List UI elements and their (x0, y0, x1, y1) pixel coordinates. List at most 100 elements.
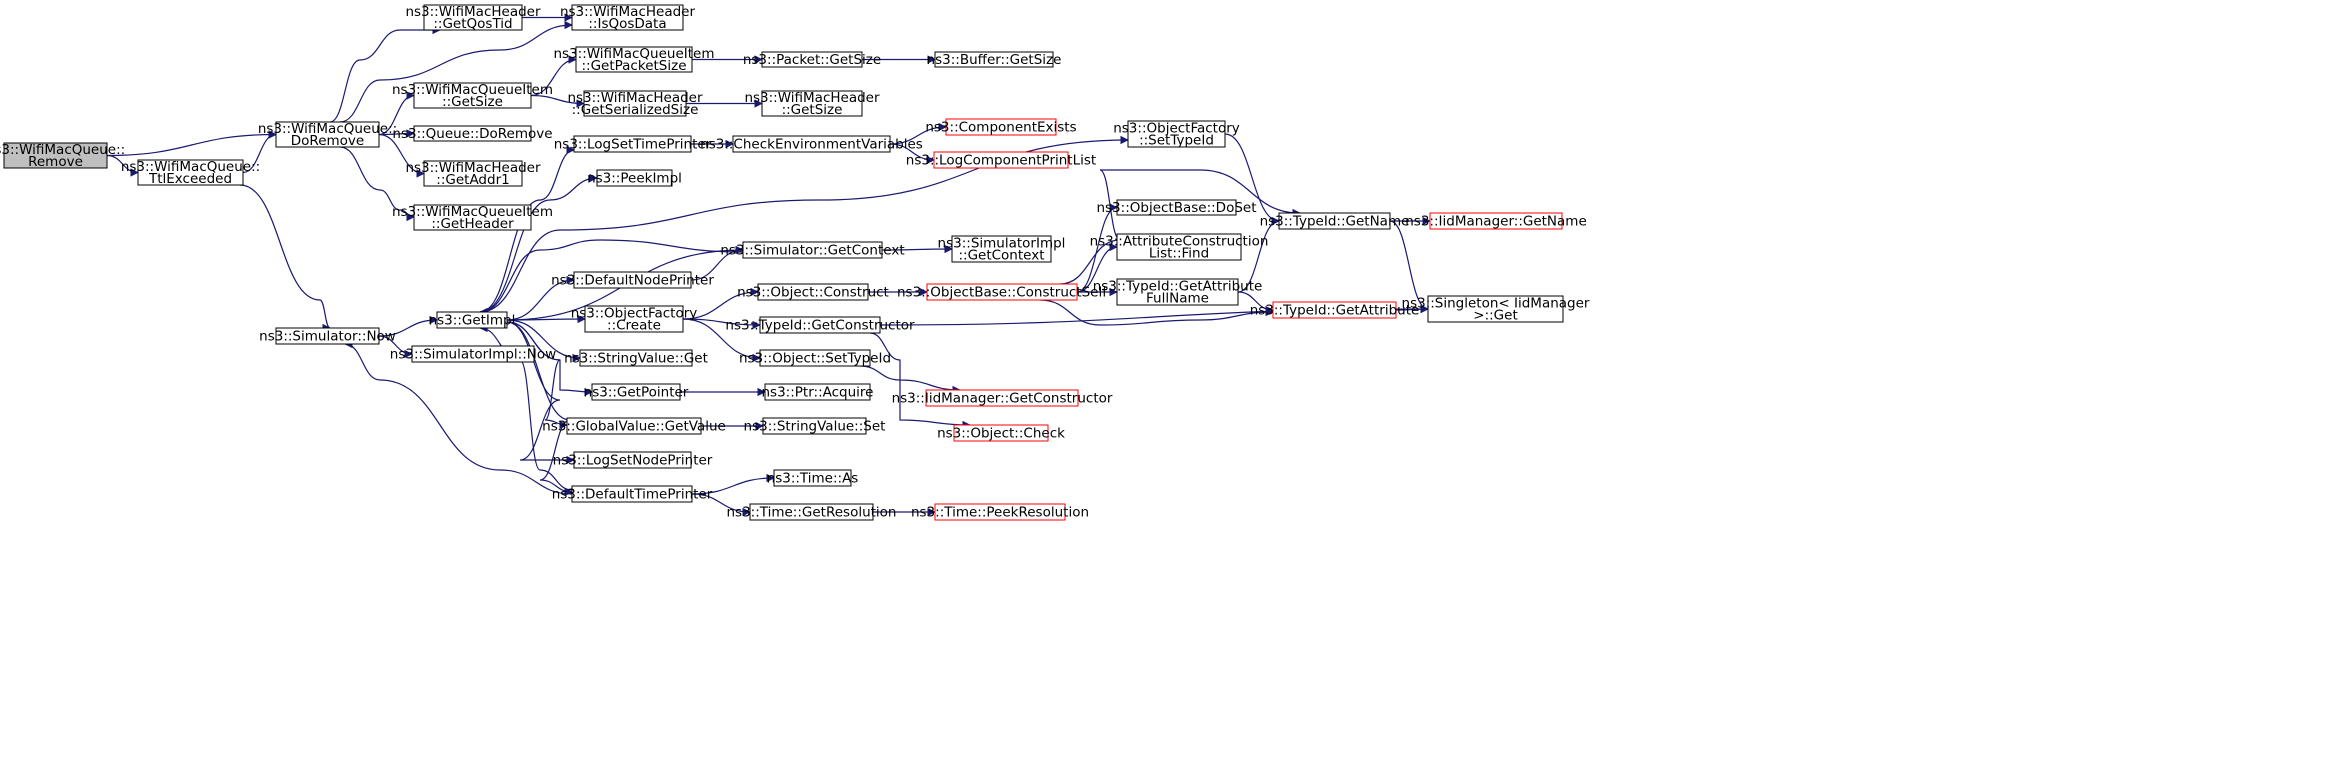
node-checkenv[interactable]: ns3::CheckEnvironmentVariables (700, 135, 923, 153)
node-box[interactable] (596, 169, 673, 187)
node-box[interactable] (1116, 199, 1237, 216)
node-box[interactable] (1427, 295, 1564, 323)
node-simimpl-getcontext[interactable]: ns3::SimulatorImpl::GetContext (938, 235, 1066, 264)
node-queue-doremove[interactable]: ns3::Queue::DoRemove (392, 125, 553, 142)
node-box[interactable] (1429, 212, 1563, 230)
node-logcomponentprintlist[interactable]: ns3::LogComponentPrintList (906, 151, 1096, 169)
node-defaulttimeprinter[interactable]: ns3::DefaultTimePrinter (552, 485, 713, 503)
node-box[interactable] (934, 51, 1054, 68)
node-box[interactable] (573, 271, 692, 289)
node-box[interactable] (571, 485, 693, 503)
node-constructself[interactable]: ns3::ObjectBase::ConstructSelf (897, 283, 1108, 301)
node-getqostid[interactable]: ns3::WifiMacHeader::GetQosTid (405, 4, 541, 32)
node-box[interactable] (926, 283, 1078, 301)
node-box[interactable] (1272, 301, 1397, 319)
node-simimpl-now[interactable]: ns3::SimulatorImpl::Now (390, 345, 556, 363)
node-h-getserializedsize[interactable]: ns3::WifiMacHeader::GetSerializedSize (567, 90, 703, 118)
node-box[interactable] (413, 125, 532, 142)
node-logsetnodeprinter[interactable]: ns3::LogSetNodePrinter (553, 451, 713, 469)
node-box[interactable] (761, 90, 863, 117)
node-getheader[interactable]: ns3::WifiMacQueueItem::GetHeader (392, 204, 553, 232)
node-gv-getvalue[interactable]: ns3::GlobalValue::GetValue (542, 417, 726, 435)
node-typeid-getconstructor[interactable]: ns3::TypeId::GetConstructor (725, 316, 915, 334)
node-box[interactable] (945, 118, 1057, 136)
node-box[interactable] (764, 383, 871, 401)
node-box[interactable] (413, 204, 532, 231)
node-box[interactable] (579, 349, 693, 367)
node-defaultnodeprinter[interactable]: ns3::DefaultNodePrinter (551, 271, 714, 289)
node-box[interactable] (573, 135, 692, 153)
node-box[interactable] (436, 311, 508, 329)
node-buffer-getsize[interactable]: ns3::Buffer::GetSize (927, 51, 1062, 68)
node-doremove[interactable]: ns3::WifiMacQueue::DoRemove (258, 121, 397, 149)
node-logsettimeprinter[interactable]: ns3::LogSetTimePrinter (554, 135, 712, 153)
node-box[interactable] (1278, 212, 1391, 230)
node-box[interactable] (934, 503, 1066, 521)
node-iid-getname[interactable]: ns3::IidManager::GetName (1405, 212, 1587, 230)
node-box[interactable] (953, 424, 1049, 442)
node-box[interactable] (413, 82, 532, 109)
node-box[interactable] (742, 241, 883, 259)
node-peekimpl[interactable]: ns3::PeekImpl (587, 169, 682, 187)
node-time-as[interactable]: ns3::Time::As (767, 469, 859, 487)
node-qi-getpacketsize[interactable]: ns3::WifiMacQueueItem::GetPacketSize (553, 46, 714, 74)
node-doset[interactable]: ns3::ObjectBase::DoSet (1096, 199, 1257, 216)
node-box[interactable] (573, 451, 692, 469)
node-componentexists[interactable]: ns3::ComponentExists (925, 118, 1077, 136)
node-box[interactable] (423, 160, 523, 187)
node-remove[interactable]: ns3::WifiMacQueue::Remove (0, 142, 125, 170)
node-box[interactable] (749, 503, 874, 521)
node-qi-getsize[interactable]: ns3::WifiMacQueueItem::GetSize (392, 82, 553, 110)
node-isqosdata[interactable]: ns3::WifiMacHeader::IsQosData (560, 4, 696, 32)
node-box[interactable] (933, 151, 1069, 169)
node-getaddr1[interactable]: ns3::WifiMacHeader::GetAddr1 (405, 160, 541, 188)
node-object-check[interactable]: ns3::Object::Check (937, 424, 1065, 442)
node-stringvalue-set[interactable]: ns3::StringValue::Set (744, 417, 886, 435)
node-box[interactable] (951, 235, 1052, 263)
node-box[interactable] (762, 417, 867, 435)
node-getimpl[interactable]: ns3::GetImpl (429, 311, 516, 329)
node-object-settypeid[interactable]: ns3::Object::SetTypeId (739, 349, 891, 367)
node-time-peekresolution[interactable]: ns3::Time::PeekResolution (911, 503, 1089, 521)
node-getpointer[interactable]: ns3::GetPointer (584, 383, 689, 401)
node-box[interactable] (732, 135, 891, 153)
node-box[interactable] (591, 383, 681, 401)
node-box[interactable] (137, 159, 244, 186)
node-h-getsize[interactable]: ns3::WifiMacHeader::GetSize (744, 90, 880, 118)
node-ttl[interactable]: ns3::WifiMacQueue::TtlExceeded (121, 159, 260, 187)
node-box[interactable] (1116, 233, 1242, 261)
node-iid-getconstructor[interactable]: ns3::IidManager::GetConstructor (892, 389, 1113, 407)
node-time-getresolution[interactable]: ns3::Time::GetResolution (726, 503, 897, 521)
node-singleton-get[interactable]: ns3::Singleton< IidManager >::Get (1402, 295, 1590, 324)
node-of-settypeid[interactable]: ns3::ObjectFactory::SetTypeId (1113, 120, 1240, 149)
node-box[interactable] (3, 142, 108, 169)
node-box[interactable] (925, 389, 1079, 407)
node-box[interactable] (571, 4, 684, 31)
node-box[interactable] (757, 283, 869, 301)
node-box[interactable] (575, 46, 693, 73)
node-box[interactable] (759, 316, 881, 334)
node-object-construct[interactable]: ns3::Object::Construct (737, 283, 889, 301)
node-sim-getcontext[interactable]: ns3::Simulator::GetContext (720, 241, 905, 259)
node-box[interactable] (584, 305, 684, 333)
node-typeid-getname[interactable]: ns3::TypeId::GetName (1260, 212, 1410, 230)
node-box[interactable] (1127, 120, 1226, 148)
node-box[interactable] (773, 469, 852, 487)
node-box[interactable] (761, 51, 863, 68)
node-typeid-getattribute[interactable]: ns3::TypeId::GetAttribute (1250, 301, 1420, 319)
node-sim-now[interactable]: ns3::Simulator::Now (259, 327, 396, 345)
node-stringvalue-get[interactable]: ns3::StringValue::Get (564, 349, 708, 367)
node-box[interactable] (566, 417, 702, 435)
node-box[interactable] (1116, 278, 1239, 306)
node-box[interactable] (423, 4, 523, 31)
node-of-create[interactable]: ns3::ObjectFactory::Create (571, 305, 698, 334)
node-box[interactable] (759, 349, 871, 367)
node-box[interactable] (583, 90, 687, 117)
node-box[interactable] (411, 345, 535, 363)
node-box[interactable] (275, 121, 380, 148)
node-box[interactable] (275, 327, 380, 345)
node-ptr-acquire[interactable]: ns3::Ptr::Acquire (762, 383, 874, 401)
node-packet-getsize[interactable]: ns3::Packet::GetSize (743, 51, 881, 68)
